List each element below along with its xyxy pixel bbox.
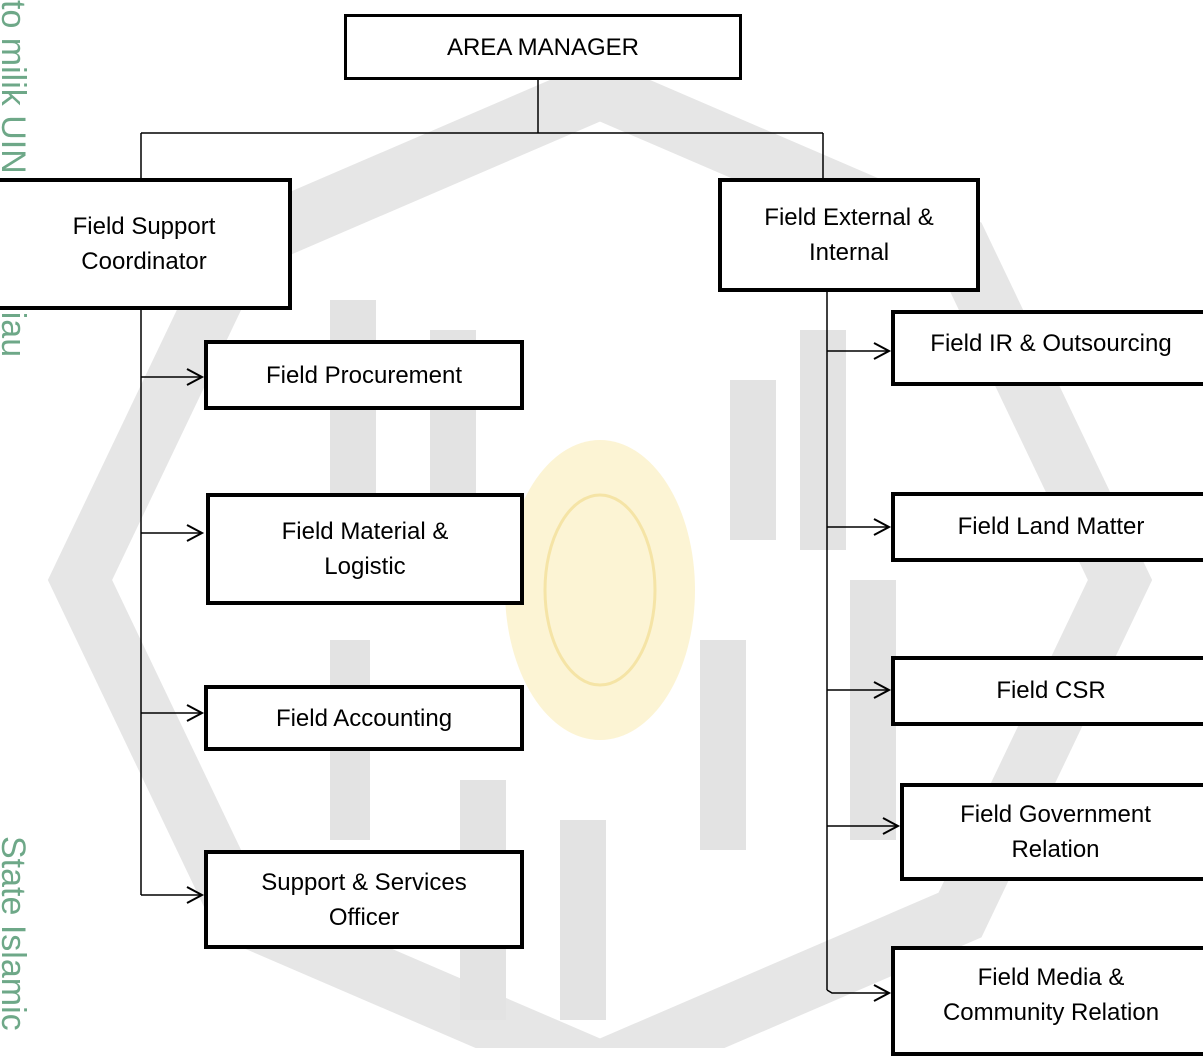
box-label: Field Material & Logistic [281,518,449,580]
box-support-services-officer: Support & Services Officer [204,850,524,949]
arrow-field-media-community [826,984,892,1002]
box-field-procurement: Field Procurement [204,340,524,410]
box-label: Field Media & Community Relation [942,964,1160,1026]
box-label: AREA MANAGER [446,33,640,61]
margin-vertical-text-bottom: State Islamic [0,836,32,1031]
box-label: Field Procurement [265,361,463,389]
box-label: Field Government Relation [960,801,1151,863]
box-field-material-logistic: Field Material & Logistic [206,493,524,605]
box-field-land-matter: Field Land Matter [891,492,1203,562]
box-field-support-coordinator: Field Support Coordinator [0,178,292,310]
box-field-csr: Field CSR [891,656,1203,726]
box-field-ir-outsourcing: Field IR & Outsourcing [891,310,1203,386]
box-field-accounting: Field Accounting [204,685,524,751]
box-label: Field Land Matter [957,513,1145,540]
box-label: Field CSR [996,677,1106,704]
box-label: Field Support Coordinator [72,213,216,275]
box-label: Field External & Internal [764,204,934,266]
box-field-government-relation: Field Government Relation [900,783,1203,881]
box-field-external-internal: Field External & Internal [718,178,980,292]
box-label: Field IR & Outsourcing [930,330,1172,357]
box-label: Support & Services Officer [261,868,467,931]
box-area-manager: AREA MANAGER [344,14,742,80]
box-label: Field Accounting [275,704,453,732]
box-field-media-community-relation: Field Media & Community Relation [891,946,1203,1056]
